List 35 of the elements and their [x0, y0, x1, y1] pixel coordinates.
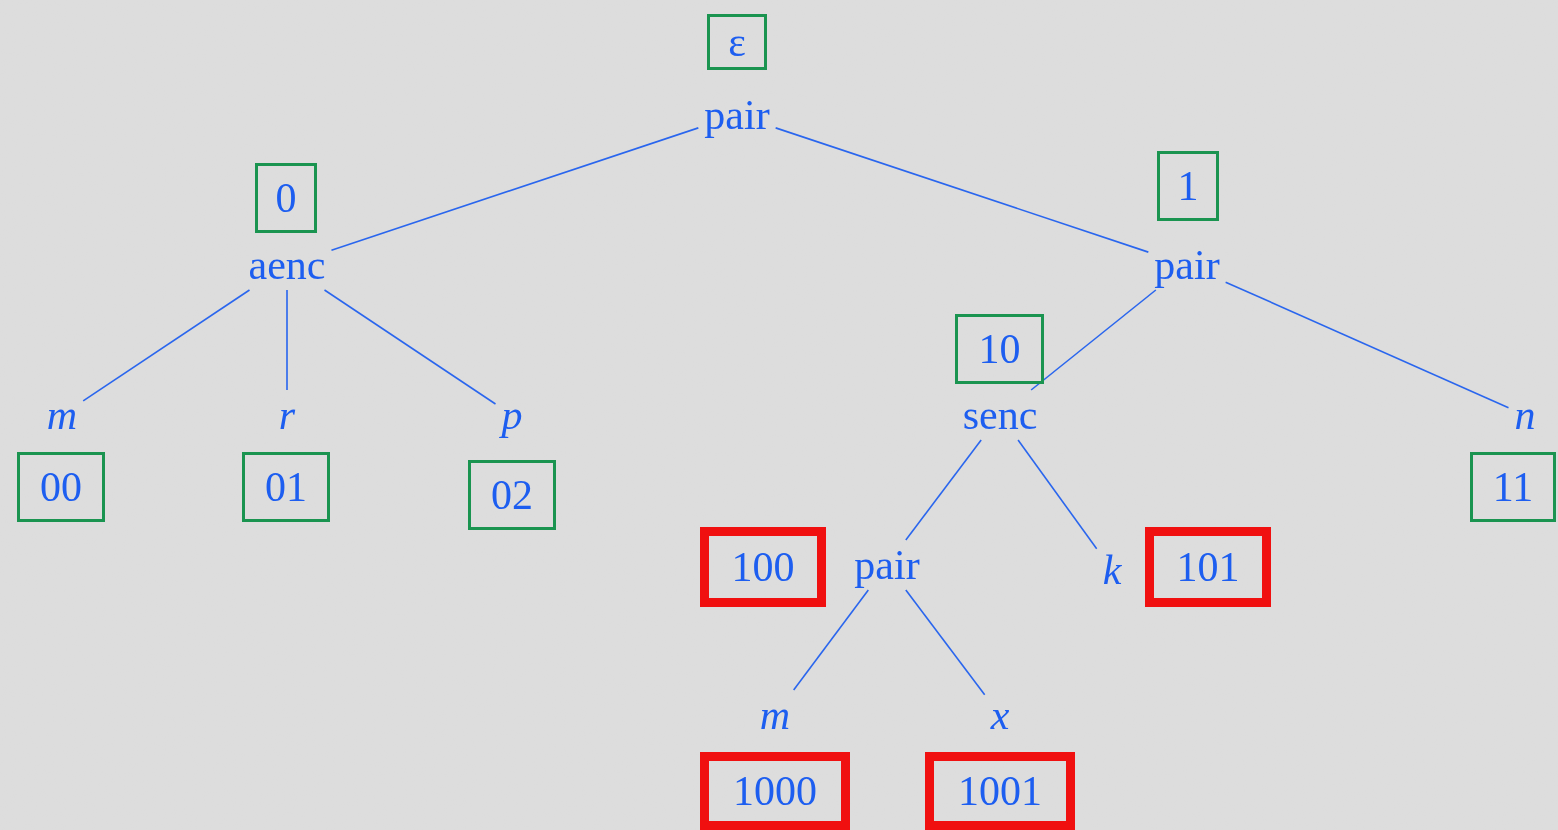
function-label: pair: [837, 540, 937, 590]
position-box: ε: [707, 14, 767, 70]
tree-edge: [82, 289, 251, 402]
tree-edge: [1224, 281, 1510, 409]
highlighted-position-box: 101: [1145, 527, 1271, 607]
variable-label: m: [750, 690, 800, 740]
position-box: 01: [242, 452, 330, 522]
function-label: senc: [950, 390, 1050, 440]
variable-label: k: [1087, 545, 1137, 595]
tree-edge: [1030, 289, 1157, 391]
tree-edge: [792, 589, 870, 691]
variable-label: r: [262, 390, 312, 440]
tree-edge: [774, 127, 1150, 253]
position-box: 0: [255, 163, 317, 233]
tree-edge: [905, 439, 982, 541]
tree-edge: [330, 127, 700, 251]
tree-edge: [1017, 439, 1098, 550]
tree-edge: [905, 589, 986, 696]
position-box: 11: [1470, 452, 1556, 522]
variable-label: m: [37, 390, 87, 440]
variable-label: p: [487, 390, 537, 440]
tree-edge: [286, 289, 288, 391]
position-box: 02: [468, 460, 556, 530]
highlighted-position-box: 1000: [700, 752, 850, 830]
tree-edge: [323, 289, 497, 405]
position-box: 00: [17, 452, 105, 522]
position-box: 10: [955, 314, 1044, 384]
function-label: aenc: [232, 240, 342, 290]
function-label: pair: [1137, 240, 1237, 290]
position-box: 1: [1157, 151, 1219, 221]
highlighted-position-box: 1001: [925, 752, 1075, 830]
highlighted-position-box: 100: [700, 527, 826, 607]
variable-label: n: [1500, 390, 1550, 440]
variable-label: x: [975, 690, 1025, 740]
function-label: pair: [687, 90, 787, 140]
